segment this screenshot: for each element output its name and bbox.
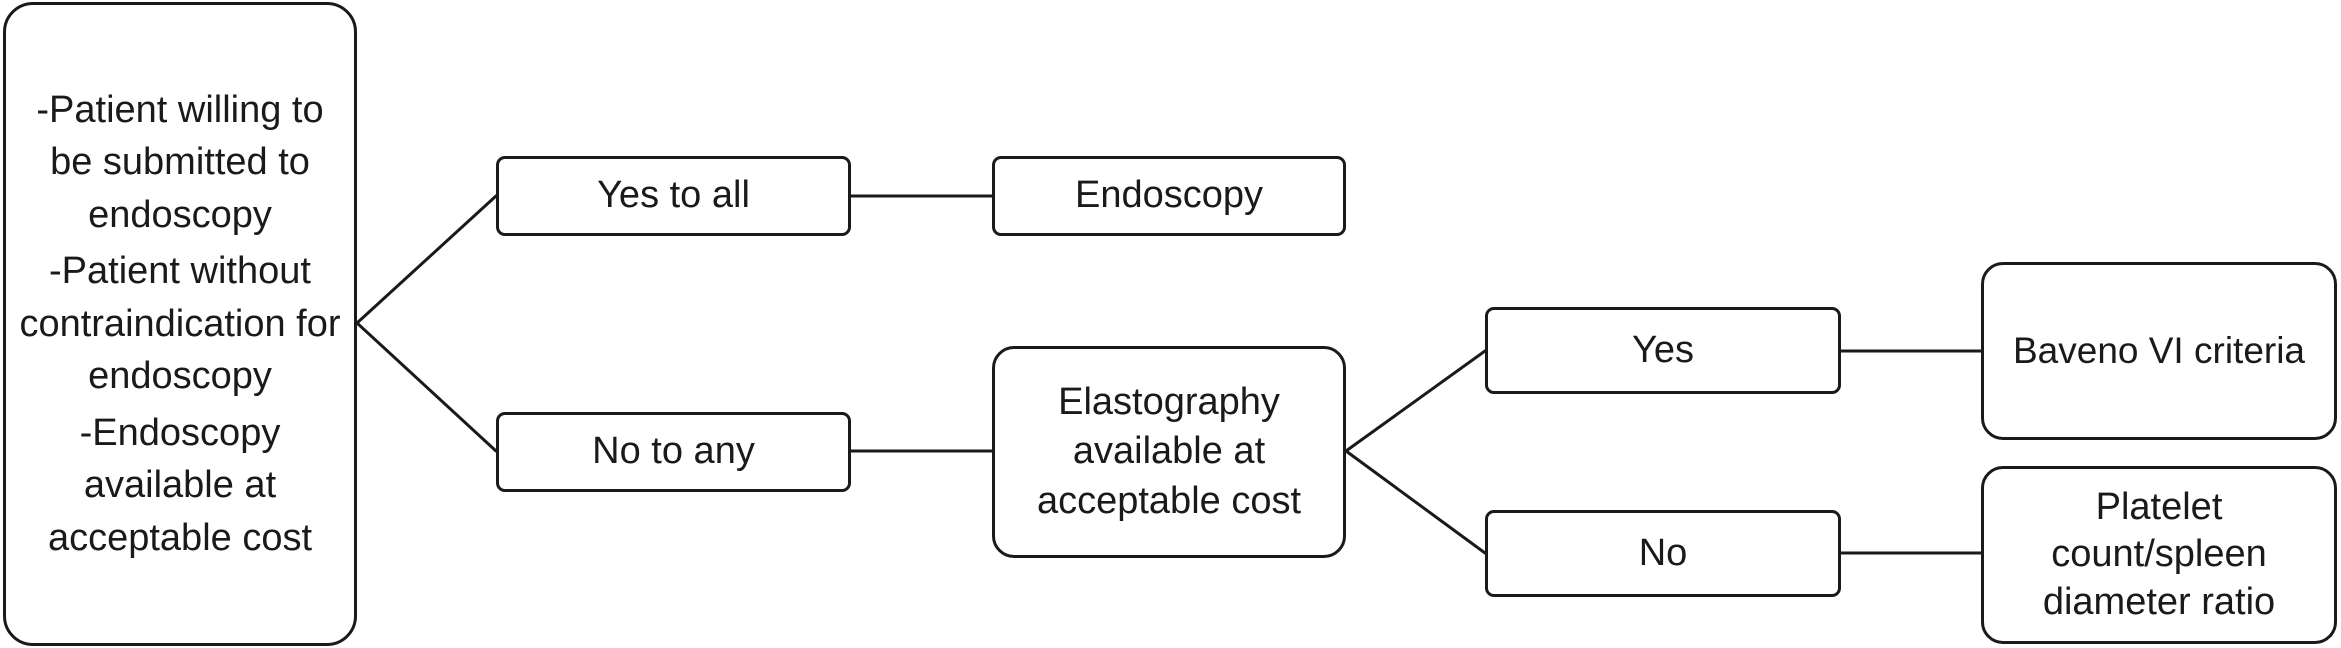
yes-box: Yes xyxy=(1485,307,1841,394)
yes-label: Yes xyxy=(1632,328,1694,371)
no-label: No xyxy=(1638,531,1688,574)
platelet-spleen-ratio-label: Platelet count/spleen diameter ratio xyxy=(2042,485,2276,623)
no-to-any-box: No to any xyxy=(496,412,851,492)
yes-to-all-box: Yes to all xyxy=(496,156,851,236)
elastography-label: Elastography available at acceptable cos… xyxy=(1036,380,1302,522)
criteria-box: -Patient willing to be submitted to endo… xyxy=(3,2,357,646)
platelet-spleen-ratio-box: Platelet count/spleen diameter ratio xyxy=(1981,466,2337,644)
elastography-box: Elastography available at acceptable cos… xyxy=(992,346,1346,558)
criteria-item-no-contraindication: -Patient without contraindication for en… xyxy=(19,250,341,398)
baveno-criteria-box: Baveno VI criteria xyxy=(1981,262,2337,440)
criteria-item-willing: -Patient willing to be submitted to endo… xyxy=(36,89,324,236)
criteria-item-endoscopy-available: -Endoscopy available at acceptable cost xyxy=(47,411,313,559)
endoscopy-box: Endoscopy xyxy=(992,156,1346,236)
no-to-any-label: No to any xyxy=(592,430,755,473)
connector-elastography-to-yes xyxy=(1344,349,1487,453)
connector-elastography-to-no xyxy=(1344,449,1487,555)
baveno-criteria-label: Baveno VI criteria xyxy=(2012,329,2306,371)
yes-to-all-label: Yes to all xyxy=(597,174,750,217)
endoscopy-label: Endoscopy xyxy=(1074,174,1263,217)
connector-criteria-to-no-any xyxy=(355,321,498,453)
no-box: No xyxy=(1485,510,1841,597)
connector-criteria-to-yes-all xyxy=(355,194,498,325)
